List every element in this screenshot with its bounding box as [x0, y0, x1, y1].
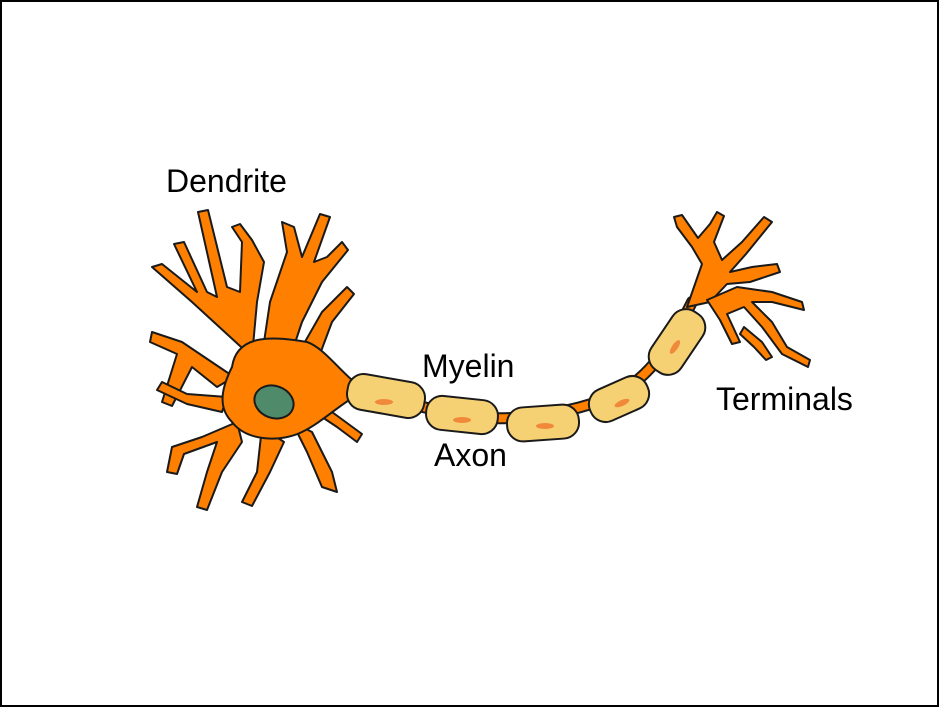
myelin-label: Myelin — [422, 350, 514, 382]
myelin-segment-1 — [344, 372, 427, 421]
myelin-segment-4 — [584, 371, 654, 427]
dendrite-label: Dendrite — [166, 165, 287, 197]
myelin-segment-2 — [424, 394, 499, 435]
myelin-segment-3 — [506, 404, 580, 443]
terminals-label: Terminals — [716, 383, 853, 415]
myelin-sheath — [344, 303, 711, 443]
axon-label: Axon — [434, 439, 507, 471]
